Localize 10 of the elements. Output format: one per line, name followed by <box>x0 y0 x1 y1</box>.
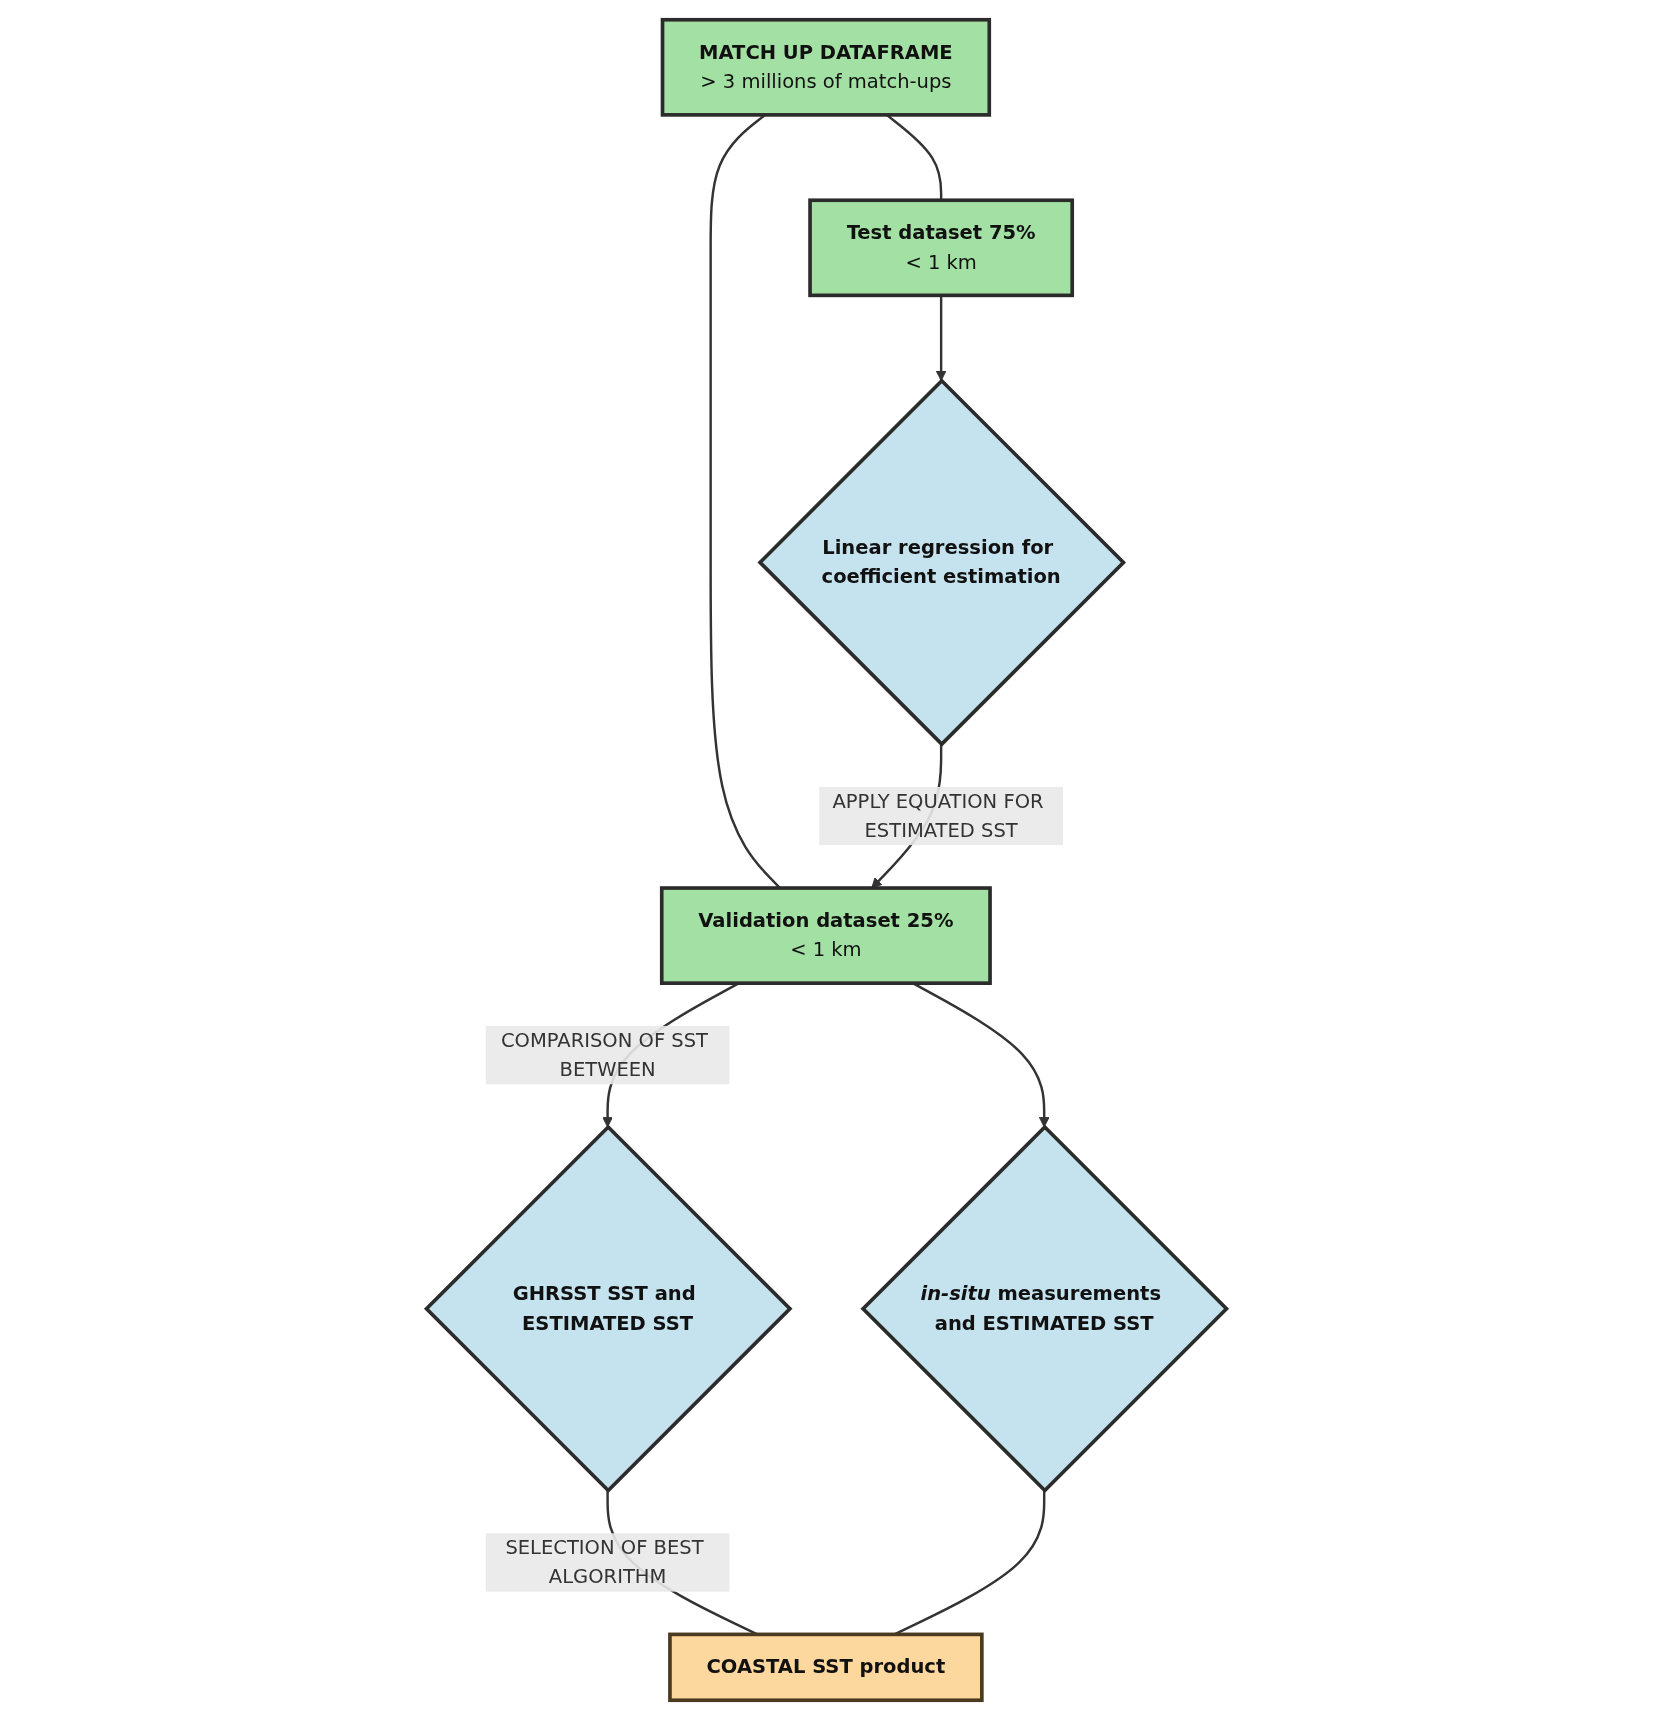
node-box: Test dataset 75% < 1 km <box>808 198 1075 298</box>
node-diamond: GHRSST SST and ESTIMATED SST <box>423 1124 793 1494</box>
edge-label: COMPARISON OF SST BETWEEN <box>500 1028 708 1081</box>
node-box: COASTAL SST product <box>668 1632 984 1703</box>
node-box: MATCH UP DATAFRAME > 3 millions of match-ups <box>660 17 992 117</box>
node-box: Validation dataset 25% < 1 km <box>659 886 992 985</box>
node-diamond: in-situ measurements and ESTIMATED SST <box>860 1124 1230 1494</box>
edge-label: SELECTION OF BEST ALGORITHM <box>505 1535 704 1589</box>
node-diamond: Linear regression for coefficient estimation <box>757 378 1127 747</box>
edge-label: APPLY EQUATION FOR ESTIMATED SST <box>832 789 1044 842</box>
